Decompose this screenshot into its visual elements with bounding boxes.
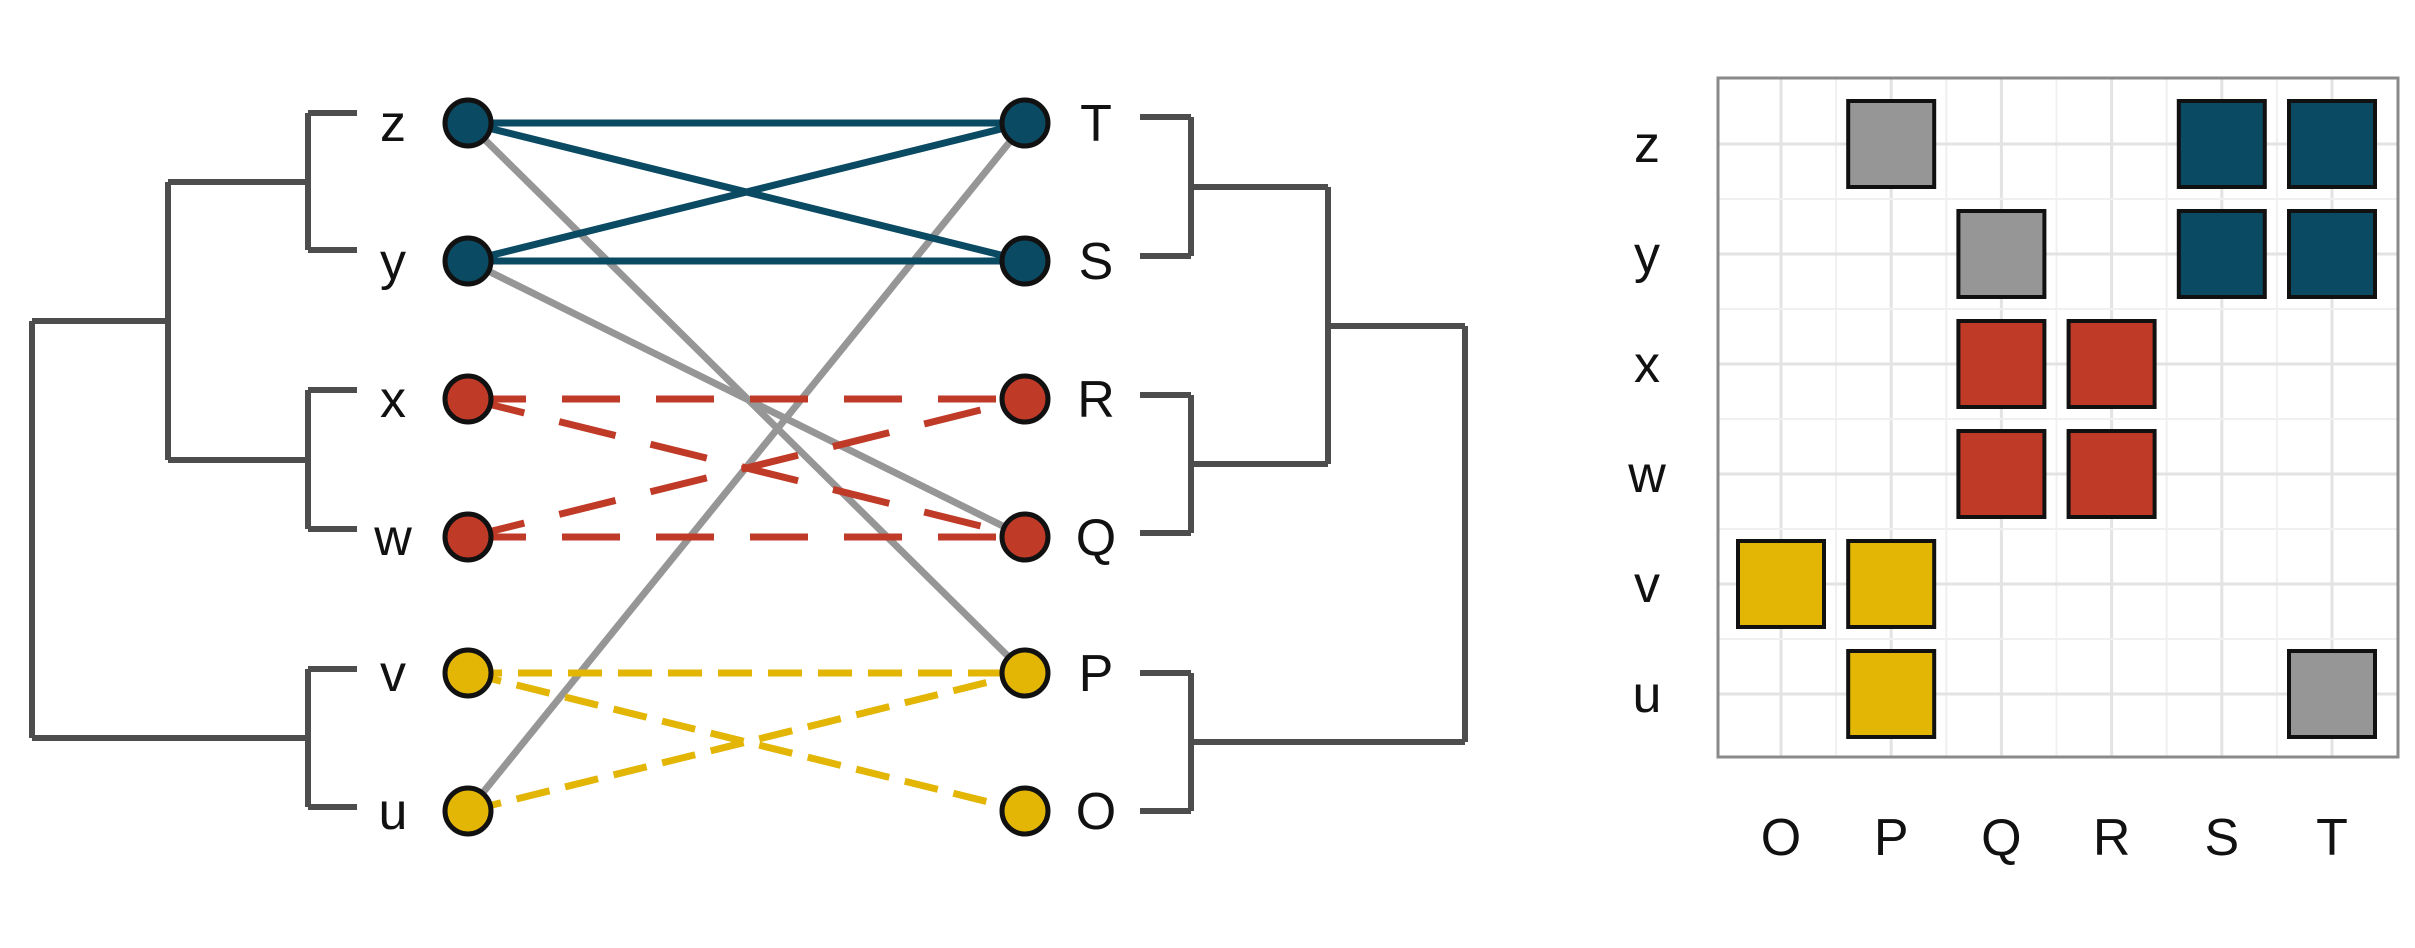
left-node-v [442,647,494,699]
bipartite-links [465,119,1028,815]
matrix-cell-w-R [2066,429,2157,519]
left-dendrogram-branch [305,387,357,532]
matrix-col-label-Q: Q [1981,809,2021,867]
right-node-label-T: T [1080,95,1112,153]
right-node-S [999,235,1051,287]
matrix-col-label-P: P [1874,809,1909,867]
matrix-cell-x-R [2066,319,2157,409]
right-node-label-P: P [1079,645,1114,703]
link-y-Q [466,257,1027,541]
matrix-cell-y-S [2176,209,2267,299]
left-node-label-x: x [380,371,406,429]
link-y-T [467,119,1026,265]
matrix-frame [1716,76,2400,759]
matrix-cell-v-P [1846,539,1937,629]
left-node-label-u: u [379,783,408,841]
left-node-label-y: y [380,233,406,291]
left-node-w [442,511,494,563]
matrix-row-label-u: u [1633,666,1662,724]
left-node-u [442,785,494,837]
right-dendrogram-branch [1191,323,1468,745]
matrix-cell-z-P [1846,99,1937,189]
matrix-cell-x-Q [1956,319,2047,409]
right-dendrogram-branch [1140,670,1194,814]
right-dendrogram-branch [1140,392,1194,536]
bipartite-nodes: z y x w v u T S R Q P O [373,95,1116,841]
right-node-label-S: S [1079,233,1114,291]
right-node-Q [999,511,1051,563]
matrix-cell-y-Q [1956,209,2047,299]
right-node-O [999,785,1051,837]
left-node-label-w: w [373,509,412,567]
left-dendrogram-branch [305,666,357,810]
left-dendrogram-branch [29,318,308,741]
matrix-row-label-w: w [1627,446,1666,504]
matrix-cell-v-O [1736,539,1826,629]
matrix-col-label-T: T [2316,809,2348,867]
matrix-cell-y-T [2287,209,2377,299]
matrix-row-label-x: x [1634,336,1660,394]
matrix-row-label-y: y [1634,226,1660,284]
matrix-cell-u-P [1846,649,1937,739]
dendrograms [29,110,1468,814]
right-node-P [999,647,1051,699]
right-node-label-O: O [1076,783,1116,841]
left-node-label-z: z [380,95,406,153]
left-node-y [442,235,494,287]
left-node-x [442,373,494,425]
matrix-col-label-R: R [2093,809,2131,867]
link-u-P [467,669,1026,815]
left-node-z [442,97,494,149]
left-dendrogram-branch [165,179,308,463]
matrix-col-label-S: S [2204,809,2239,867]
matrix-cell-u-T [2287,649,2377,739]
right-node-label-Q: Q [1076,509,1116,567]
matrix-col-label-O: O [1761,809,1801,867]
matrix-row-label-z: z [1634,116,1660,174]
right-node-R [999,373,1051,425]
right-node-label-R: R [1077,371,1115,429]
right-dendrogram-branch [1191,184,1331,467]
matrix-cell-w-Q [1956,429,2047,519]
right-node-T [999,97,1051,149]
link-v-O [467,669,1026,815]
matrix-cell-z-T [2287,99,2377,189]
left-dendrogram-branch [305,110,357,253]
matrix-row-label-v: v [1634,556,1660,614]
left-node-label-v: v [380,645,406,703]
matrix-cell-z-S [2176,99,2267,189]
link-w-R [467,395,1026,541]
right-dendrogram-branch [1140,114,1194,259]
